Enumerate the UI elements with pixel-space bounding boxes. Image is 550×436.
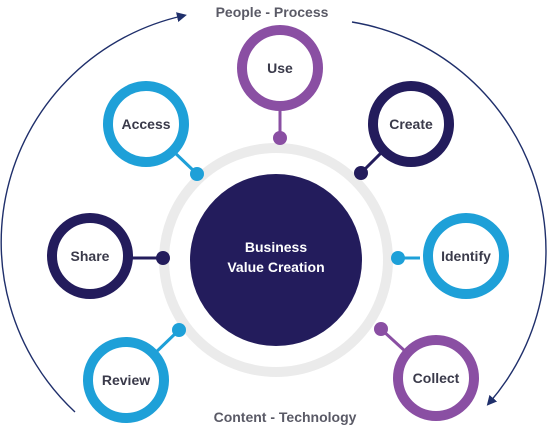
left-cycle-arrow (0, 12, 187, 413)
center-label-line2: Value Creation (227, 259, 324, 275)
connector-dot-share (156, 251, 170, 265)
center-label-line1: Business (245, 239, 307, 255)
center-circle (190, 174, 362, 346)
node-label-create: Create (389, 116, 433, 132)
node-identify: Identify (391, 213, 509, 299)
node-ring-access (103, 81, 189, 167)
node-label-share: Share (71, 248, 110, 264)
bottom-label: Content - Technology (214, 409, 357, 425)
node-ring-share (47, 213, 133, 299)
node-label-access: Access (121, 116, 170, 132)
node-label-use: Use (267, 60, 293, 76)
node-label-collect: Collect (413, 370, 460, 386)
node-label-identify: Identify (441, 248, 491, 264)
node-ring-review (83, 337, 169, 423)
node-ring-identify (423, 213, 509, 299)
node-share: Share (47, 213, 170, 299)
node-label-review: Review (102, 372, 150, 388)
connector-dot-create (354, 166, 368, 180)
node-create: Create (354, 81, 454, 180)
right-cycle-arrow (351, 21, 547, 406)
node-review: Review (83, 323, 186, 423)
node-ring-create (368, 81, 454, 167)
connector-dot-review (172, 323, 186, 337)
node-collect: Collect (374, 322, 479, 421)
node-access: Access (103, 81, 204, 181)
connector-dot-collect (374, 322, 388, 336)
node-ring-collect (393, 335, 479, 421)
connector-dot-access (190, 167, 204, 181)
connector-dot-identify (391, 251, 405, 265)
node-ring-use (237, 25, 323, 111)
top-label: People - Process (216, 4, 329, 20)
node-use: Use (237, 25, 323, 145)
connector-dot-use (273, 131, 287, 145)
